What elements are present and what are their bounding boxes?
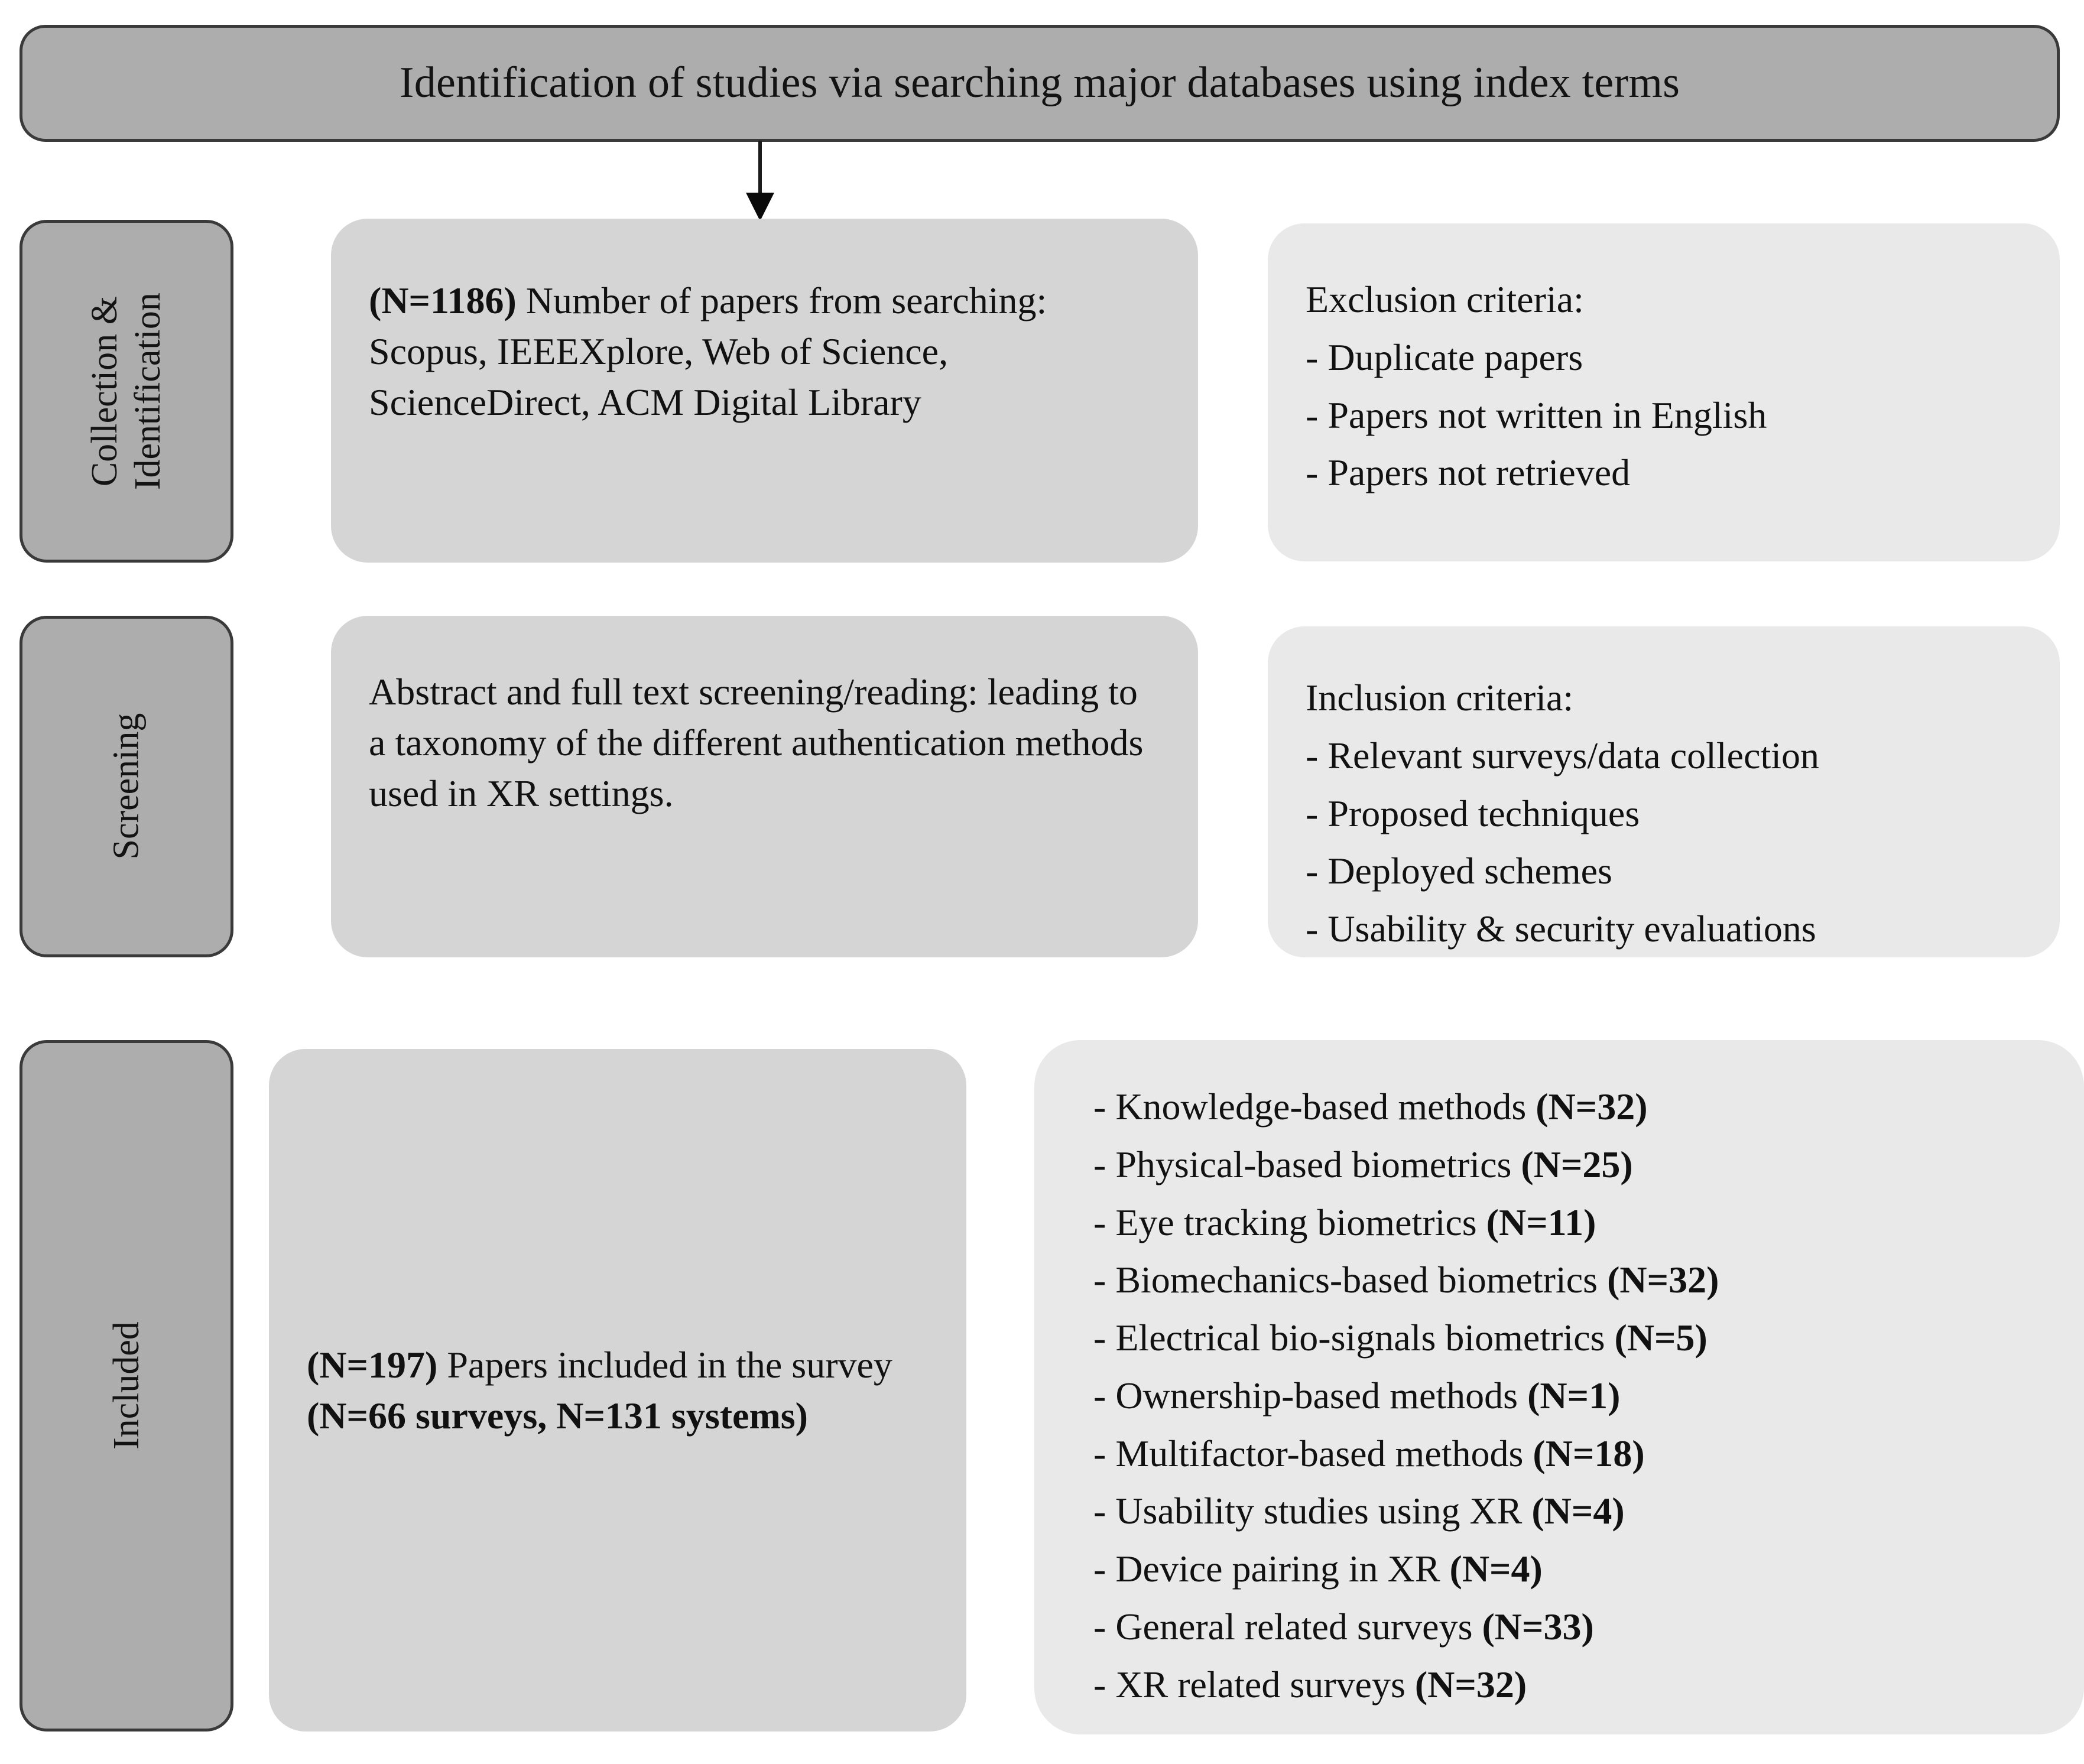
source-count-label: (N=1186) (369, 280, 517, 321)
inclusion-criteria-list: Inclusion criteria: - Relevant surveys/d… (1306, 673, 2022, 954)
screening-process-text: Abstract and full text screening/reading… (369, 671, 1144, 814)
list-item: - Relevant surveys/data collection (1306, 734, 1820, 777)
included-summary-box: (N=197) Papers included in the survey (N… (269, 1049, 966, 1731)
list-item: - Physical-based biometrics (N=25) (1093, 1139, 2084, 1190)
list-item: - Duplicate papers (1306, 336, 1583, 378)
list-item-count: (N=32) (1607, 1259, 1719, 1301)
down-arrow-icon (744, 141, 777, 221)
list-item-label: - Physical-based biometrics (1093, 1143, 1521, 1185)
list-item-count: (N=25) (1521, 1143, 1633, 1185)
source-box-text: (N=1186) Number of papers from searching… (369, 275, 1160, 427)
exclusion-criteria-box: Exclusion criteria: - Duplicate papers -… (1268, 223, 2060, 561)
stage-label-collection-identification: Collection & Identification (20, 220, 233, 563)
stage-label-line-2: Identification (127, 293, 168, 490)
included-breakdown-box: - Knowledge-based methods (N=32) - Physi… (1034, 1040, 2084, 1734)
list-item-label: - Eye tracking biometrics (1093, 1201, 1486, 1243)
list-item-count: (N=18) (1533, 1432, 1645, 1474)
header-banner: Identification of studies via searching … (20, 25, 2060, 142)
list-item: - Multifactor-based methods (N=18) (1093, 1428, 2084, 1479)
list-item: - Usability & security evaluations (1306, 908, 1816, 950)
identification-source-box: (N=1186) Number of papers from searching… (331, 219, 1198, 563)
list-item: - Papers not written in English (1306, 394, 1767, 436)
list-item-label: - Multifactor-based methods (1093, 1432, 1533, 1474)
list-item-count: (N=4) (1531, 1490, 1625, 1532)
list-item: - General related surveys (N=33) (1093, 1601, 2084, 1652)
list-item-label: - Usability studies using XR (1093, 1490, 1532, 1532)
included-summary-description: Papers included in the survey (437, 1343, 892, 1386)
included-summary-text: (N=197) Papers included in the survey (N… (307, 1340, 929, 1441)
list-item-label: - Device pairing in XR (1093, 1548, 1450, 1590)
page-title: Identification of studies via searching … (399, 59, 1680, 108)
list-item: - Ownership-based methods (N=1) (1093, 1370, 2084, 1421)
list-item-count: (N=4) (1449, 1548, 1543, 1590)
list-item-label: - Biomechanics-based biometrics (1093, 1259, 1608, 1301)
list-item-label: - Ownership-based methods (1093, 1374, 1528, 1417)
included-count-label: (N=197) (307, 1343, 438, 1386)
list-item-count: (N=32) (1536, 1086, 1648, 1128)
list-item-label: - General related surveys (1093, 1605, 1482, 1648)
stage-label-included: Included (20, 1040, 233, 1731)
exclusion-criteria-heading: Exclusion criteria: (1306, 278, 1584, 320)
list-item: - Deployed schemes (1306, 850, 1612, 892)
list-item: - Usability studies using XR (N=4) (1093, 1486, 2084, 1536)
stage-label-line-1: Included (106, 1321, 147, 1450)
list-item-label: - Knowledge-based methods (1093, 1086, 1536, 1128)
list-item-label: - Electrical bio-signals biometrics (1093, 1317, 1615, 1359)
list-item-count: (N=5) (1614, 1317, 1708, 1359)
included-breakdown-list: - Knowledge-based methods (N=32) - Physi… (1093, 1081, 2084, 1710)
exclusion-criteria-list: Exclusion criteria: - Duplicate papers -… (1306, 274, 2022, 498)
list-item-count: (N=11) (1486, 1201, 1596, 1243)
stage-label-line-1: Collection & (84, 295, 125, 487)
list-item: - Eye tracking biometrics (N=11) (1093, 1197, 2084, 1248)
included-count-detail: (N=66 surveys, N=131 systems) (307, 1394, 808, 1437)
list-item-count: (N=32) (1414, 1663, 1527, 1705)
list-item: - Knowledge-based methods (N=32) (1093, 1081, 2084, 1132)
list-item: - XR related surveys (N=32) (1093, 1659, 2084, 1710)
screening-process-box: Abstract and full text screening/reading… (331, 616, 1198, 957)
list-item: - Device pairing in XR (N=4) (1093, 1544, 2084, 1594)
stage-label-screening: Screening (20, 616, 233, 957)
list-item-label: - XR related surveys (1093, 1663, 1415, 1705)
list-item: - Papers not retrieved (1306, 451, 1631, 494)
inclusion-criteria-heading: Inclusion criteria: (1306, 677, 1574, 719)
list-item: - Electrical bio-signals biometrics (N=5… (1093, 1313, 2084, 1363)
list-item-count: (N=33) (1482, 1605, 1594, 1648)
stage-label-line-1: Screening (106, 713, 147, 860)
list-item-count: (N=1) (1527, 1374, 1621, 1417)
list-item: - Biomechanics-based biometrics (N=32) (1093, 1255, 2084, 1305)
inclusion-criteria-box: Inclusion criteria: - Relevant surveys/d… (1268, 626, 2060, 957)
list-item: - Proposed techniques (1306, 792, 1640, 834)
source-box-description: Number of papers from searching: Scopus,… (369, 280, 1047, 423)
